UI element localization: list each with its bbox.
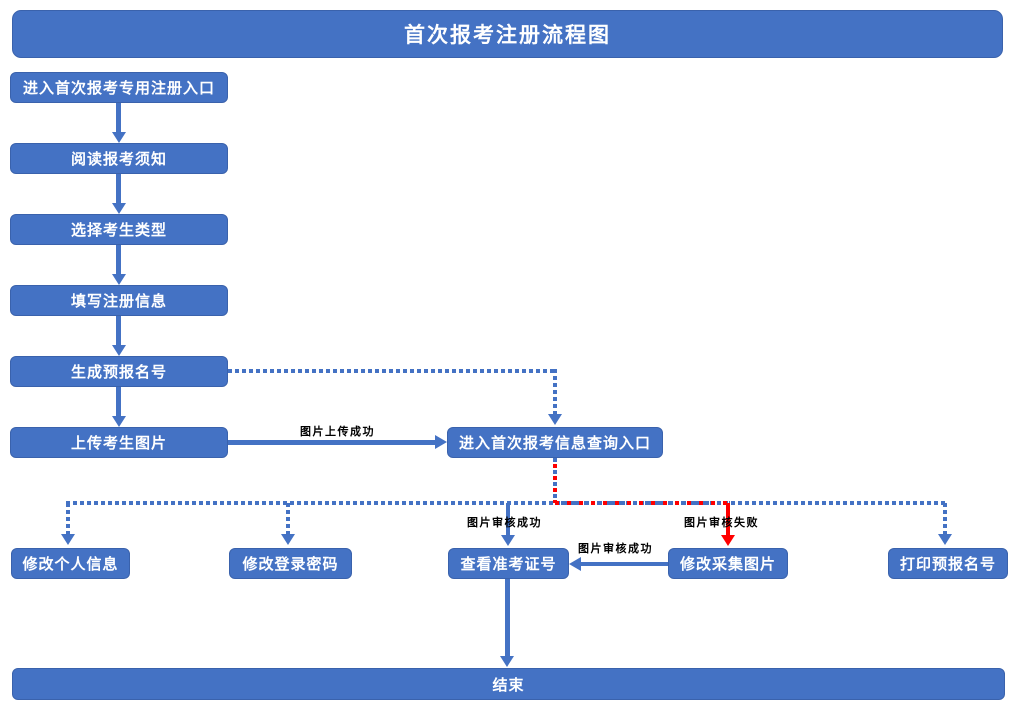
connector-photo-to-ticket — [581, 562, 668, 566]
edge-label-review-success: 图片审核成功 — [467, 517, 542, 529]
connector-review-success — [506, 503, 510, 536]
edge-label-review-fail: 图片审核失败 — [684, 517, 759, 529]
node-view-ticket: 查看准考证号 — [448, 548, 569, 579]
node-upload-photo: 上传考生图片 — [10, 427, 228, 458]
mixed-connector-fail-path — [555, 501, 730, 505]
arrowhead-down-icon — [112, 203, 126, 214]
node-generate-number: 生成预报名号 — [10, 356, 228, 387]
arrowhead-down-icon — [281, 534, 295, 545]
connector-ticket-to-end — [505, 579, 510, 656]
mixed-connector-query-down — [553, 458, 557, 503]
connector-notice-to-type — [116, 174, 121, 204]
edge-label-upload-success: 图片上传成功 — [300, 426, 375, 438]
arrowhead-down-icon — [500, 656, 514, 667]
connector-type-to-info — [116, 245, 121, 275]
node-read-notice: 阅读报考须知 — [10, 143, 228, 174]
arrowhead-right-icon — [435, 435, 447, 449]
arrowhead-down-icon — [61, 534, 75, 545]
node-modify-password: 修改登录密码 — [229, 548, 352, 579]
node-fill-info: 填写注册信息 — [10, 285, 228, 316]
arrowhead-left-icon — [569, 557, 581, 571]
arrowhead-down-icon — [112, 132, 126, 143]
dotted-drop-modify-password — [286, 503, 290, 535]
dotted-connector-number-to-query-v — [553, 369, 557, 415]
arrowhead-down-icon — [112, 274, 126, 285]
arrowhead-down-icon — [501, 535, 515, 546]
node-modify-photo: 修改采集图片 — [668, 548, 788, 579]
edge-label-review-success-after-fix: 图片审核成功 — [578, 543, 653, 555]
connector-number-to-upload — [116, 387, 121, 417]
connector-upload-to-query — [228, 440, 435, 445]
arrowhead-down-icon — [938, 534, 952, 545]
dotted-drop-modify-personal — [66, 503, 70, 535]
arrowhead-down-icon — [548, 414, 562, 425]
node-print-number: 打印预报名号 — [888, 548, 1008, 579]
dotted-drop-print-number — [943, 503, 947, 535]
arrowhead-down-icon — [112, 416, 126, 427]
node-modify-personal: 修改个人信息 — [11, 548, 130, 579]
arrowhead-down-icon — [112, 345, 126, 356]
node-enter-registration: 进入首次报考专用注册入口 — [10, 72, 228, 103]
dotted-connector-number-to-query-h — [228, 369, 557, 373]
flowchart-title: 首次报考注册流程图 — [12, 10, 1003, 58]
connector-registration-to-notice — [116, 103, 121, 133]
connector-info-to-number — [116, 316, 121, 346]
node-end: 结束 — [12, 668, 1005, 700]
node-enter-query: 进入首次报考信息查询入口 — [447, 427, 663, 458]
arrowhead-down-red-icon — [721, 535, 735, 546]
connector-review-fail — [726, 503, 730, 536]
node-select-type: 选择考生类型 — [10, 214, 228, 245]
